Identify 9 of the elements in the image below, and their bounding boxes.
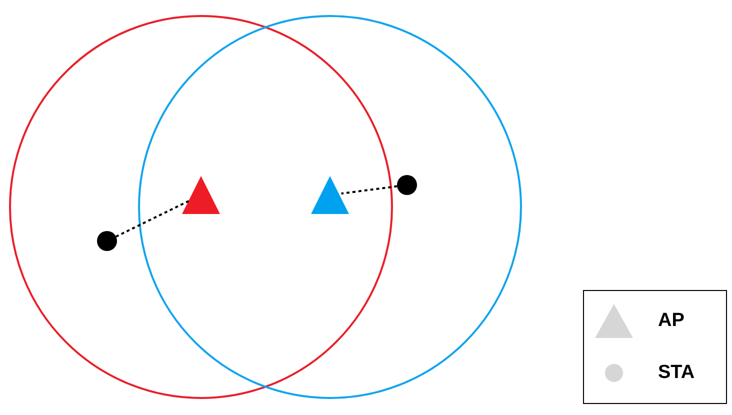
station-dot [397,175,417,195]
access-point-triangle [311,176,349,214]
coverage-circle [138,15,522,399]
dashed-link-line [116,199,192,238]
legend-label: STA [658,360,695,385]
access-point-triangle [182,176,220,214]
coverage-circle [9,15,393,399]
legend-label: AP [658,308,684,333]
station-dot [97,231,117,251]
